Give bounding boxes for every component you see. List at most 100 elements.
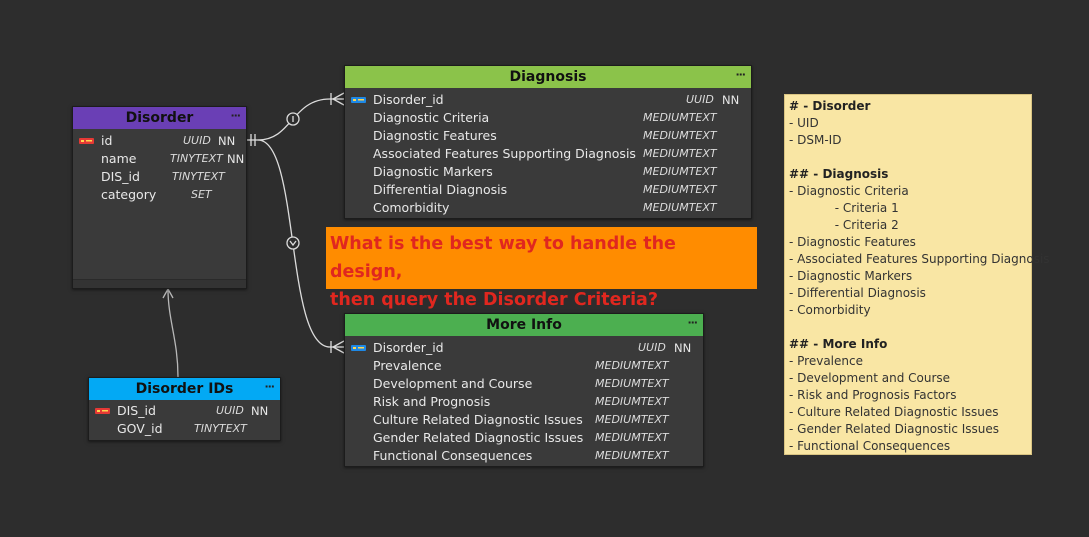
callout-line-2: then query the Disorder Criteria? bbox=[330, 290, 659, 310]
column-row[interactable]: Differential Diagnosis MEDIUMTEXT bbox=[345, 181, 751, 199]
note-line: - Development and Course bbox=[789, 371, 951, 385]
column-name: Culture Related Diagnostic Issues bbox=[373, 412, 583, 427]
circle-optional-icon bbox=[286, 236, 300, 250]
column-type: MEDIUMTEXT bbox=[595, 395, 669, 408]
column-name: category bbox=[101, 187, 157, 202]
column-name: Associated Features Supporting Diagnosis bbox=[373, 146, 636, 161]
primary-key-icon bbox=[79, 138, 94, 144]
primary-key-icon bbox=[95, 408, 110, 414]
arrow-head-icon bbox=[162, 287, 174, 299]
column-type: UUID bbox=[686, 93, 714, 106]
question-callout[interactable]: What is the best way to handle the desig… bbox=[326, 227, 757, 310]
note-line: - Risk and Prognosis Factors bbox=[789, 388, 957, 402]
column-type: TINYTEXT bbox=[170, 152, 223, 165]
column-row[interactable]: Associated Features Supporting Diagnosis… bbox=[345, 145, 751, 163]
sticky-note[interactable]: # - Disorder - UID - DSM-ID ## - Diagnos… bbox=[784, 94, 1050, 455]
note-line: - Criteria 1 bbox=[789, 201, 899, 215]
column-name: Risk and Prognosis bbox=[373, 394, 491, 409]
column-type: MEDIUMTEXT bbox=[643, 129, 717, 142]
column-row[interactable]: GOV_id TINYTEXT bbox=[89, 420, 280, 438]
callout-line-1: What is the best way to handle the desig… bbox=[330, 234, 676, 282]
column-type: MEDIUMTEXT bbox=[595, 359, 669, 372]
column-name: GOV_id bbox=[117, 421, 163, 436]
column-type: MEDIUMTEXT bbox=[595, 449, 669, 462]
column-row[interactable]: Diagnostic Features MEDIUMTEXT bbox=[345, 127, 751, 145]
column-name: Diagnostic Features bbox=[373, 128, 497, 143]
note-line: - Differential Diagnosis bbox=[789, 286, 926, 300]
note-line: - Associated Features Supporting Diagnos… bbox=[789, 252, 1050, 266]
note-line: - Functional Consequences bbox=[789, 439, 951, 453]
column-row[interactable]: Culture Related Diagnostic Issues MEDIUM… bbox=[345, 411, 703, 429]
column-name: Disorder_id bbox=[373, 92, 444, 107]
circle-optional-icon bbox=[286, 112, 300, 126]
table-disorder[interactable]: Disorder ··· id UUID NN name TINYTEXT NN… bbox=[72, 106, 247, 289]
column-type: UUID bbox=[638, 341, 666, 354]
table-more-info[interactable]: More Info ··· Disorder_id UUID NN Preval… bbox=[344, 313, 704, 467]
table-header[interactable]: Disorder IDs ··· bbox=[89, 378, 280, 400]
column-row[interactable]: Diagnostic Criteria MEDIUMTEXT bbox=[345, 109, 751, 127]
column-row[interactable]: category SET bbox=[73, 186, 246, 204]
column-name: Gender Related Diagnostic Issues bbox=[373, 430, 584, 445]
table-header[interactable]: More Info ··· bbox=[345, 314, 703, 336]
crowfoot-icon bbox=[331, 340, 345, 354]
column-row[interactable]: Disorder_id UUID NN bbox=[345, 91, 751, 109]
column-type: UUID bbox=[183, 134, 211, 147]
column-row[interactable]: DIS_id UUID NN bbox=[89, 402, 280, 420]
column-row[interactable]: id UUID NN bbox=[73, 132, 246, 150]
column-row[interactable]: Prevalence MEDIUMTEXT bbox=[345, 357, 703, 375]
table-menu-icon[interactable]: ··· bbox=[230, 109, 241, 122]
note-heading: # - Disorder bbox=[789, 99, 871, 113]
column-type: MEDIUMTEXT bbox=[643, 201, 717, 214]
note-line: - Gender Related Diagnostic Issues bbox=[789, 422, 1000, 436]
column-row[interactable]: Comorbidity MEDIUMTEXT bbox=[345, 199, 751, 217]
link-curve bbox=[257, 139, 331, 348]
column-row[interactable]: Diagnostic Markers MEDIUMTEXT bbox=[345, 163, 751, 181]
link-disorderids-disorder bbox=[162, 287, 179, 378]
column-row[interactable]: Gender Related Diagnostic Issues MEDIUMT… bbox=[345, 429, 703, 447]
column-row[interactable]: Functional Consequences MEDIUMTEXT bbox=[345, 447, 703, 465]
column-row[interactable]: Disorder_id UUID NN bbox=[345, 339, 703, 357]
note-line bbox=[789, 149, 1027, 166]
column-row[interactable]: name TINYTEXT NN bbox=[73, 150, 246, 168]
column-name: Prevalence bbox=[373, 358, 442, 373]
column-name: Diagnostic Markers bbox=[373, 164, 493, 179]
note-line: - Comorbidity bbox=[789, 303, 871, 317]
table-title: Disorder IDs bbox=[135, 381, 234, 397]
link-curve bbox=[167, 288, 179, 378]
table-title: Diagnosis bbox=[509, 69, 587, 85]
column-name: Functional Consequences bbox=[373, 448, 533, 463]
note-heading: ## - Diagnosis bbox=[789, 167, 889, 181]
note-line: - Criteria 2 bbox=[789, 218, 899, 232]
column-type: MEDIUMTEXT bbox=[643, 147, 717, 160]
column-type: MEDIUMTEXT bbox=[643, 183, 717, 196]
table-diagnosis[interactable]: Diagnosis ··· Disorder_id UUID NN Diagno… bbox=[344, 65, 752, 219]
column-name: Differential Diagnosis bbox=[373, 182, 508, 197]
table-menu-icon[interactable]: ··· bbox=[264, 380, 275, 393]
table-header[interactable]: Diagnosis ··· bbox=[345, 66, 751, 88]
column-row[interactable]: DIS_id TINYTEXT bbox=[73, 168, 246, 186]
column-row[interactable]: Development and Course MEDIUMTEXT bbox=[345, 375, 703, 393]
column-nn: NN bbox=[251, 404, 269, 418]
note-line: - Diagnostic Markers bbox=[789, 269, 913, 283]
foreign-key-icon bbox=[351, 97, 366, 103]
column-type: TINYTEXT bbox=[194, 422, 247, 435]
table-menu-icon[interactable]: ··· bbox=[687, 316, 698, 329]
column-row[interactable]: Risk and Prognosis MEDIUMTEXT bbox=[345, 393, 703, 411]
column-name: Comorbidity bbox=[373, 200, 450, 215]
link-disorder-diagnosis bbox=[246, 92, 345, 146]
table-menu-icon[interactable]: ··· bbox=[735, 68, 746, 81]
table-disorder-ids[interactable]: Disorder IDs ··· DIS_id UUID NN GOV_id T… bbox=[88, 377, 281, 441]
table-header[interactable]: Disorder ··· bbox=[73, 107, 246, 129]
column-type: TINYTEXT bbox=[172, 170, 225, 183]
column-nn: NN bbox=[722, 93, 740, 107]
column-name: DIS_id bbox=[101, 169, 140, 184]
note-line: - Prevalence bbox=[789, 354, 863, 368]
column-name: Development and Course bbox=[373, 376, 533, 391]
note-line bbox=[789, 319, 1027, 336]
crowfoot-icon bbox=[331, 92, 345, 106]
column-type: MEDIUMTEXT bbox=[595, 431, 669, 444]
column-nn: NN bbox=[227, 152, 245, 166]
note-line: - UID bbox=[789, 116, 819, 130]
table-footer bbox=[73, 279, 246, 288]
